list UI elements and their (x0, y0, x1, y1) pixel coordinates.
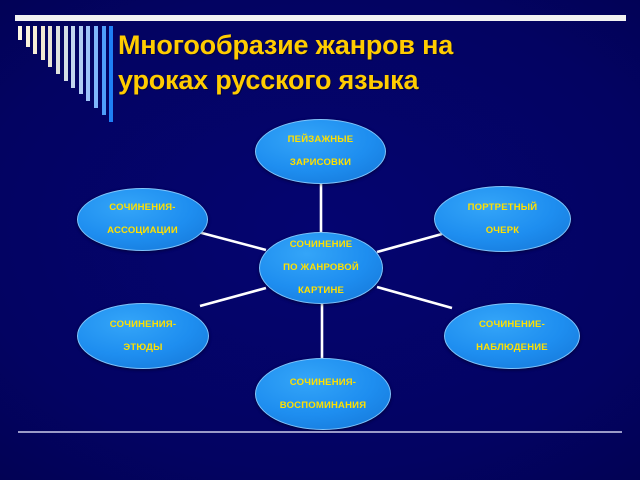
node-study-essays[interactable]: СОЧИНЕНИЯ- ЭТЮДЫ (77, 303, 209, 369)
node-label-line-1: СОЧИНЕНИЯ- (289, 376, 357, 388)
connector-center-to-topleft (197, 230, 267, 252)
node-label-line-2: АССОЦИАЦИИ (107, 225, 178, 237)
decorative-bar (25, 26, 30, 47)
connector-center-to-botleft (199, 286, 267, 308)
node-memoir-essays[interactable]: СОЧИНЕНИЯ- ВОСПОМИНАНИЯ (255, 358, 391, 430)
node-center-genre-picture-essay[interactable]: СОЧИНЕНИЕ ПО ЖАНРОВОЙ КАРТИНЕ (259, 232, 383, 304)
node-label-line-1: СОЧИНЕНИЯ- (109, 318, 177, 330)
node-landscape-sketches-label: ПЕЙЗАЖНЫЕ ЗАРИСОВКИ (276, 134, 366, 169)
decorative-bar (40, 26, 45, 61)
decorative-bar (18, 26, 22, 40)
node-observation-essay[interactable]: СОЧИНЕНИЕ- НАБЛЮДЕНИЕ (444, 303, 580, 369)
decorative-bar (48, 26, 53, 68)
node-label-line-2: ВОСПОМИНАНИЯ (279, 399, 367, 411)
node-label-line-2: ЗАРИСОВКИ (289, 157, 352, 169)
decorative-bar (71, 26, 76, 88)
node-association-essays[interactable]: СОЧИНЕНИЯ- АССОЦИАЦИИ (77, 188, 208, 251)
node-label-line-1: СОЧИНЕНИЕ- (479, 318, 545, 330)
node-study-essays-label: СОЧИНЕНИЯ- ЭТЮДЫ (98, 319, 188, 354)
page-title: Многообразие жанров на уроках русского я… (118, 28, 538, 97)
decorative-bar (78, 26, 83, 95)
top-divider-rule (15, 15, 626, 21)
decorative-bar (63, 26, 68, 81)
node-label-line-2: НАБЛЮДЕНИЕ (476, 341, 548, 353)
node-memoir-essays-label: СОЧИНЕНИЯ- ВОСПОМИНАНИЯ (268, 377, 378, 412)
node-label-line-2: ОЧЕРК (485, 224, 520, 236)
node-landscape-sketches[interactable]: ПЕЙЗАЖНЫЕ ЗАРИСОВКИ (255, 119, 386, 184)
node-label-line-1: ПЕЙЗАЖНЫЕ (287, 134, 354, 146)
decorative-bar (33, 26, 38, 54)
node-label-line-3: КАРТИНЕ (297, 285, 345, 297)
connector-center-to-topright (376, 232, 443, 254)
node-label-line-2: ПО ЖАНРОВОЙ (283, 262, 359, 274)
node-label-line-1: СОЧИНЕНИЕ (289, 239, 353, 251)
decorative-bars-graphic (18, 26, 128, 126)
decorative-bar (109, 26, 114, 122)
node-center-label: СОЧИНЕНИЕ ПО ЖАНРОВОЙ КАРТИНЕ (271, 239, 371, 297)
decorative-bar (86, 26, 91, 102)
bottom-divider-rule (18, 431, 622, 433)
node-portrait-essay-label: ПОРТРЕТНЫЙ ОЧЕРК (456, 202, 550, 237)
page-title-line-1: Многообразие жанров на (118, 30, 454, 60)
page-title-line-2: уроках русского языка (118, 64, 419, 95)
decorative-bar (56, 26, 60, 74)
node-observation-essay-label: СОЧИНЕНИЕ- НАБЛЮДЕНИЕ (464, 319, 560, 354)
decorative-bar (101, 26, 106, 115)
node-label-line-2: ЭТЮДЫ (123, 341, 163, 353)
node-label-line-1: СОЧИНЕНИЯ- (109, 202, 176, 214)
node-portrait-essay[interactable]: ПОРТРЕТНЫЙ ОЧЕРК (434, 186, 571, 252)
connector-center-to-botright (376, 285, 453, 310)
node-label-line-1: ПОРТРЕТНЫЙ (467, 201, 538, 213)
node-association-essays-label: СОЧИНЕНИЯ- АССОЦИАЦИИ (95, 202, 190, 237)
decorative-bar (94, 26, 98, 108)
